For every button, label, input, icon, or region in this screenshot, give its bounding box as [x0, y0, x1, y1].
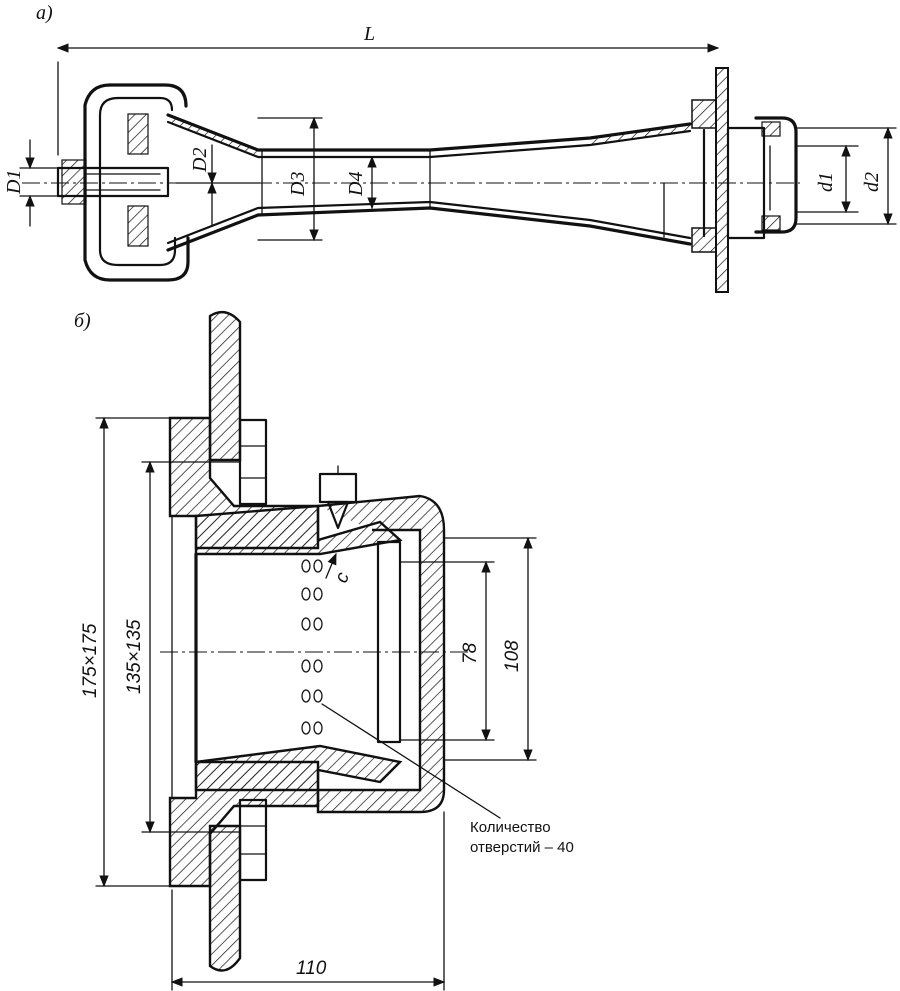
- dimension-D4: D4: [345, 155, 377, 210]
- bolt-top: [238, 418, 268, 506]
- diffuser-body: [166, 113, 692, 252]
- mounting-plate: [208, 310, 242, 462]
- dim-bolt-text: 135×135: [124, 619, 145, 694]
- dim-D1-text: D1: [3, 170, 25, 195]
- inner-bore: [376, 540, 402, 744]
- dim-d2-text: d2: [861, 172, 883, 192]
- dimension-D1: D1: [3, 139, 59, 227]
- note-line-2: отверстий – 40: [470, 839, 574, 856]
- dim-D2-text: D2: [189, 148, 211, 173]
- dim-L-text: L: [363, 23, 375, 45]
- dim-D4-text: D4: [345, 172, 367, 197]
- dimension-c: c: [325, 552, 354, 586]
- dimension-outer: 108: [443, 536, 537, 762]
- nozzle-housing: [56, 83, 190, 282]
- view-b-label: б): [74, 310, 91, 332]
- dimension-L: L: [56, 23, 720, 156]
- dim-flange-text: 175×175: [80, 623, 101, 698]
- bolt-bottom: [238, 798, 268, 882]
- dimension-flange: 175×175: [80, 416, 171, 888]
- outer-sleeve: [316, 494, 446, 814]
- dimension-d2: d2: [795, 126, 897, 226]
- dimension-D3: D3: [257, 116, 323, 242]
- dim-inner-text: 78: [460, 642, 481, 664]
- dim-c-text: c: [331, 569, 354, 586]
- note-leader: [321, 703, 501, 819]
- set-screw: [318, 465, 358, 530]
- note-line-1: Количество: [470, 819, 551, 836]
- dim-d1-text: d1: [815, 172, 837, 192]
- holes-note: Количество отверстий – 40: [321, 703, 574, 856]
- nozzle-holes: [301, 559, 323, 735]
- view-b-nozzle-section: б): [74, 310, 574, 991]
- dimension-length: 110: [170, 811, 446, 991]
- dim-D3-text: D3: [287, 172, 309, 197]
- outlet-flange: [691, 67, 798, 293]
- view-a-label: a): [36, 2, 53, 24]
- dimension-D2: D2: [175, 144, 261, 226]
- dimension-inner: 78: [399, 560, 495, 742]
- dimension-bolt-spacing: 135×135: [124, 460, 241, 834]
- dim-outer-text: 108: [502, 640, 523, 672]
- dim-length-text: 110: [296, 958, 327, 979]
- nozzle-wall-bottom: [194, 744, 403, 792]
- dimension-d1: d1: [795, 144, 859, 214]
- view-a-ejector: a) L D1: [3, 2, 897, 293]
